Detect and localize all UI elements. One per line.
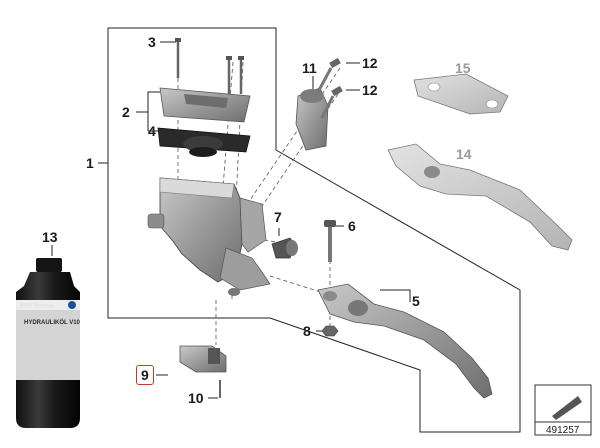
callout-8: 8 [303, 323, 311, 339]
callout-11: 11 [302, 60, 317, 76]
callout-15: 15 [455, 60, 471, 76]
pivot-bolt [271, 237, 298, 259]
callout-7: 7 [274, 209, 282, 225]
screw-3-group [175, 38, 244, 94]
lever-screw [324, 220, 336, 262]
callout-3: 3 [148, 34, 156, 50]
mounting-bracket [413, 73, 509, 115]
reference-box [534, 384, 592, 436]
bottle-product-text: HYDRAULIKÖL V10 [24, 319, 81, 326]
orientation-arrow-icon [544, 396, 582, 420]
callout-12a: 12 [362, 55, 378, 71]
callout-6: 6 [348, 218, 356, 234]
assembly-outline [107, 27, 521, 433]
callout-4: 4 [148, 123, 156, 139]
callout-14: 14 [456, 146, 472, 162]
hydraulic-oil-bottle [16, 258, 80, 428]
leader-lines [51, 41, 411, 399]
bmw-logo-icon [68, 301, 76, 309]
callout-10: 10 [188, 390, 204, 406]
alternative-lever [387, 143, 573, 251]
diaphragm-seal [157, 127, 251, 157]
bottle-brand-text: BMW Motorrad [20, 303, 54, 309]
master-cylinder-body [147, 177, 271, 296]
brake-light-switch [179, 345, 227, 398]
callout-5: 5 [412, 293, 420, 309]
callout-9[interactable]: 9 [136, 365, 154, 385]
handlebar-clamp [295, 57, 343, 151]
brake-lever [317, 283, 493, 399]
callout-1: 1 [86, 155, 94, 171]
nut [321, 325, 339, 337]
callout-13: 13 [42, 229, 58, 245]
callout-2: 2 [122, 104, 130, 120]
callout-12b: 12 [362, 82, 378, 98]
reservoir-cover [159, 87, 251, 123]
reference-number: 491257 [546, 425, 580, 436]
